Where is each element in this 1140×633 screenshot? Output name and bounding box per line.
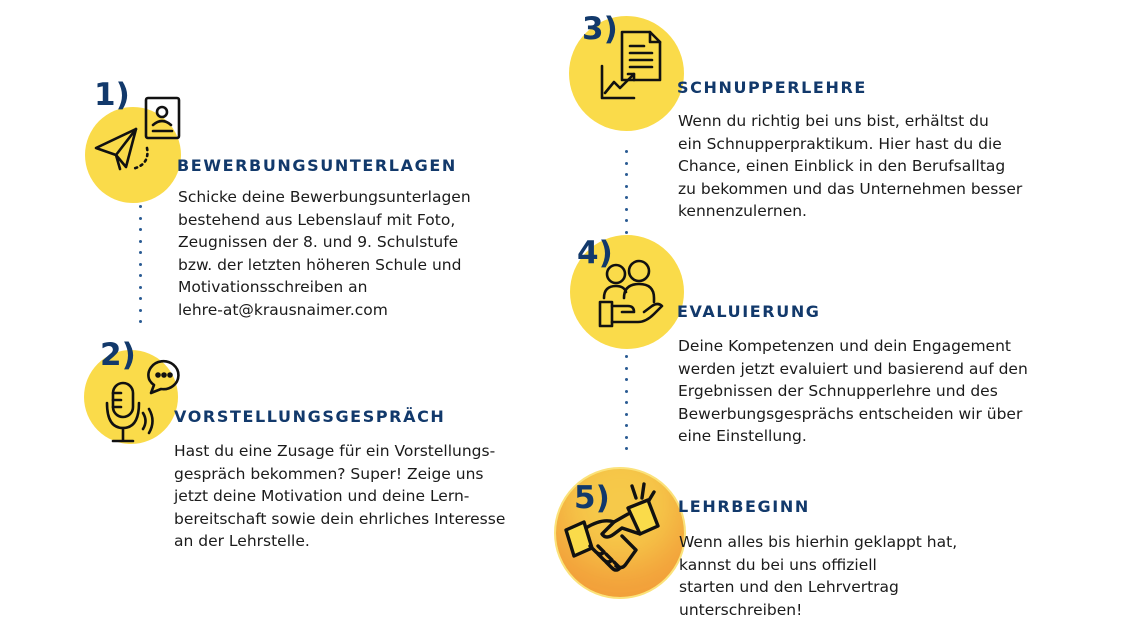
step-3-line: kennenzulernen.: [678, 202, 807, 221]
step-1-line: Zeugnissen der 8. und 9. Schulstufe: [178, 233, 459, 252]
step-5-line: starten und den Lehrvertrag: [679, 578, 899, 597]
step-1-circle: [85, 107, 181, 203]
step-2-line: Hast du eine Zusage für ein Vorstellungs…: [174, 442, 496, 460]
step-1-line: bzw. der letzten höheren Schule und: [178, 255, 462, 274]
step-3-description: Wenn du richtig bei uns bist, erhältst d…: [678, 110, 1022, 223]
step-3-line: Chance, einen Einblick in den Berufsallt…: [678, 157, 1006, 176]
step-5-number: 5): [574, 480, 610, 516]
step-1-line: Motivationsschreiben an: [178, 278, 368, 297]
step-5-line: unterschreiben!: [679, 600, 803, 619]
step-3-title: SCHNUPPERLEHRE: [677, 78, 867, 97]
step-3-circle: [569, 16, 684, 131]
people-in-hand-icon: [598, 259, 664, 328]
step-4-title: EVALUIERUNG: [677, 302, 821, 321]
step-1-title: BEWERBUNGSUNTERLAGEN: [177, 156, 457, 175]
step-3-number: 3): [582, 11, 618, 47]
step-2-line: an der Lehrstelle.: [174, 532, 310, 551]
step-3-line: Wenn du richtig bei uns bist, erhältst d…: [678, 112, 989, 130]
step-5-title: LEHRBEGINN: [678, 497, 810, 516]
step-2-title: VORSTELLUNGSGESPRÄCH: [174, 407, 446, 426]
step-2-line: gespräch bekommen? Super! Zeige uns: [174, 464, 484, 483]
step-1-email[interactable]: lehre-at@krausnaimer.com: [178, 300, 388, 319]
step-1-description: Schicke deine Bewerbungsunterlagen beste…: [178, 186, 471, 322]
step-2-description: Hast du eine Zusage für ein Vorstellungs…: [174, 440, 505, 553]
step-5-line: Wenn alles bis hierhin geklappt hat,: [679, 533, 958, 551]
step-4-line: Deine Kompetenzen und dein Engagement: [678, 337, 1011, 355]
step-4-number: 4): [577, 235, 613, 271]
step-5-description: Wenn alles bis hierhin geklappt hat, kan…: [679, 531, 957, 621]
step-3-line: ein Schnupperpraktikum. Hier hast du die: [678, 134, 1002, 153]
step-3-line: zu bekommen und das Unternehmen besser: [678, 179, 1023, 198]
handshake-icon: [564, 482, 660, 572]
step-1-line: bestehend aus Lebenslauf mit Foto,: [178, 210, 456, 229]
step-2-line: bereitschaft sowie dein ehrliches Intere…: [174, 509, 506, 528]
connector-dots-3-4: [625, 150, 629, 242]
step-4-line: eine Einstellung.: [678, 427, 807, 446]
step-4-description: Deine Kompetenzen und dein Engagement we…: [678, 335, 1028, 448]
step-4-line: werden jetzt evaluiert und basierend auf…: [678, 359, 1028, 378]
step-1-number: 1): [94, 77, 130, 113]
step-1-line: Schicke deine Bewerbungsunterlagen: [178, 188, 471, 206]
step-2-circle: [84, 350, 178, 444]
microphone-speech-bubble-icon: [105, 359, 180, 443]
document-growth-chart-icon: [600, 30, 662, 100]
step-5-line: kannst du bei uns offiziell: [679, 555, 877, 574]
step-4-line: Ergebnissen der Schnupperlehre und des: [678, 382, 998, 401]
connector-dots-4-5: [625, 355, 629, 459]
step-2-line: jetzt deine Motivation und deine Lern-: [174, 487, 470, 506]
step-2-number: 2): [100, 337, 136, 373]
connector-dots-1-2: [139, 205, 143, 332]
paper-plane-resume-icon: [94, 96, 181, 171]
step-4-line: Bewerbungsgesprächs entscheiden wir über: [678, 404, 1023, 423]
